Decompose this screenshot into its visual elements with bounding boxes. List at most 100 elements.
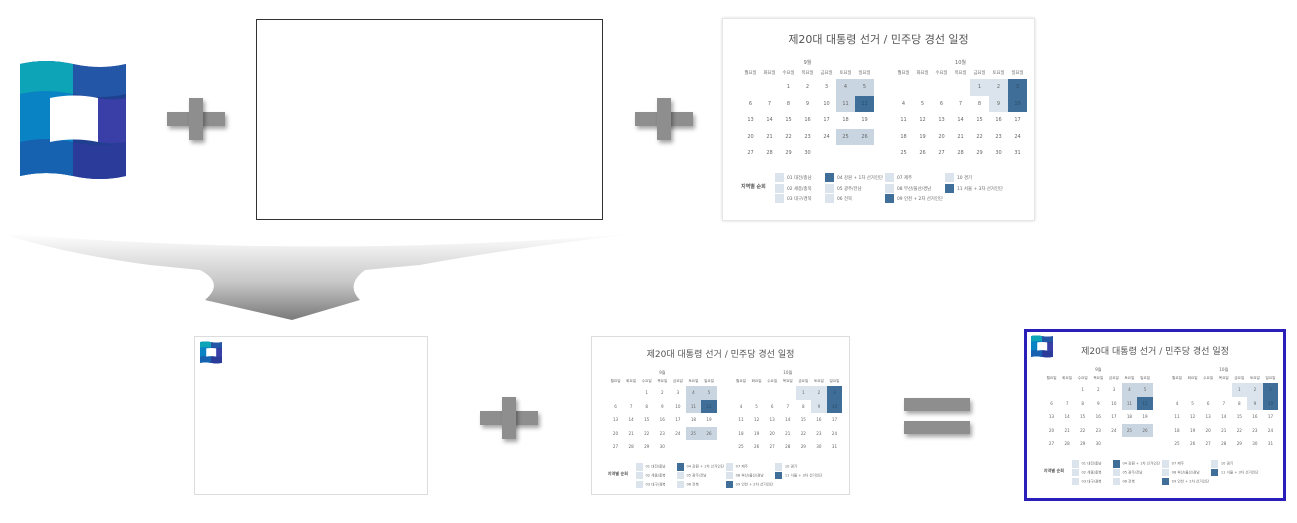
legend-item: 10 경기 — [775, 463, 798, 471]
legend-label: 10 경기 — [784, 464, 798, 469]
calendar-day: 25 — [685, 426, 702, 441]
calendar-day: 6 — [939, 100, 944, 107]
weekday-label: 일요일 — [704, 378, 714, 383]
weekday-label: 금요일 — [973, 71, 986, 76]
legend-label: 03 대구/경북 — [645, 482, 666, 487]
weekday-label: 화요일 — [1062, 375, 1073, 380]
legend-item: 07 제주 — [1161, 460, 1184, 468]
weekday-label: 월요일 — [736, 378, 746, 383]
legend-item: 02 세종/충북 — [1071, 468, 1102, 477]
legend-swatch — [676, 471, 684, 480]
calendar-day: 25 — [900, 150, 907, 156]
legend-title: 지역별 순회 — [607, 471, 629, 477]
calendar-day: 26 — [753, 444, 760, 450]
calendar-day: 16 — [804, 117, 811, 123]
legend-label: 10 경기 — [1220, 461, 1234, 466]
calendar-day: 14 — [1221, 414, 1227, 420]
calendar-day: 16 — [659, 417, 665, 423]
legend-label: 08 부산/울산/경남 — [897, 186, 932, 192]
equals-icon — [904, 398, 970, 436]
weekday-label: 수요일 — [935, 71, 948, 76]
legend-label: 10 경기 — [957, 176, 973, 181]
legend-item: 09 인천 + 2차 선거인단 — [725, 480, 773, 488]
calendar-day: 24 — [675, 430, 681, 436]
plus-icon — [480, 397, 538, 439]
calendar-day: 11 — [738, 417, 744, 423]
calendar-day: 11 — [685, 399, 702, 414]
legend-swatch — [775, 463, 783, 471]
calendar-day: 28 — [766, 150, 773, 156]
legend-swatch — [725, 463, 734, 471]
calendar-day — [951, 79, 970, 96]
legend-swatch — [676, 463, 684, 471]
calendar-day: 24 — [823, 133, 830, 140]
calendar-day: 28 — [957, 150, 964, 156]
legend-swatch — [775, 471, 783, 480]
weekday-label: 월요일 — [744, 71, 757, 76]
calendar-day: 11 — [836, 95, 855, 112]
calendar-day: 19 — [753, 430, 760, 436]
legend-label: 01 대전/충남 — [645, 464, 666, 469]
calendar-day: 2 — [989, 79, 1008, 96]
calendar-day: 20 — [938, 133, 945, 140]
calendar-day: 17 — [1014, 117, 1021, 123]
calendar-day: 7 — [1065, 400, 1069, 406]
calendar-day: 15 — [800, 417, 806, 423]
calendar-day — [817, 145, 836, 162]
calendar-day: 27 — [1048, 441, 1055, 447]
calendar-day — [932, 79, 951, 96]
calendar-day — [836, 145, 855, 162]
calendar-day: 24 — [1014, 133, 1021, 140]
calendar-day: 15 — [785, 117, 792, 123]
calendar-day: 8 — [977, 100, 982, 107]
calendar-day: 7 — [786, 403, 790, 409]
legend-item: 08 부산/울산/경남 — [725, 471, 764, 480]
calendar-day: 26 — [1137, 423, 1153, 438]
weekday-label: 목요일 — [1218, 375, 1229, 380]
weekday-label: 금요일 — [798, 378, 809, 383]
calendar-day: 9 — [989, 95, 1008, 112]
legend-item: 05 광주/전남 — [825, 183, 862, 193]
legend-swatch — [1161, 477, 1170, 485]
calendar-day — [1169, 383, 1185, 397]
legend-item: 06 전북 — [825, 194, 852, 203]
legend-title: 지역별 순회 — [1043, 468, 1065, 474]
calendar-day: 7 — [767, 100, 772, 107]
calendar-day: 3 — [1008, 79, 1027, 96]
calendar-day — [623, 386, 639, 400]
calendar-day: 3 — [676, 390, 680, 396]
weekday-label: 목요일 — [954, 71, 967, 76]
legend-swatch — [775, 173, 784, 182]
plus-icon — [635, 98, 693, 140]
calendar-day — [1122, 437, 1138, 451]
weekday-label: 수요일 — [641, 378, 652, 383]
weekday-label: 월요일 — [1172, 375, 1182, 380]
calendar-day: 5 — [701, 386, 717, 400]
calendar-day: 31 — [1267, 441, 1274, 447]
legend-label: 11 서울 + 3차 선거인단 — [957, 186, 1003, 192]
calendar-day — [894, 79, 913, 96]
calendar-day: 26 — [701, 426, 717, 441]
legend-label: 05 광주/전남 — [837, 186, 862, 192]
calendar-day: 17 — [831, 417, 838, 423]
calendar-day — [1137, 437, 1153, 451]
calendar-day: 25 — [1121, 423, 1138, 438]
legend-item: 03 대구/경북 — [1071, 477, 1102, 485]
calendar-day: 18 — [738, 430, 744, 436]
calendar-day: 23 — [995, 133, 1002, 140]
calendar-day: 4 — [1121, 383, 1138, 397]
calendar-day: 18 — [842, 117, 849, 123]
legend-swatch — [885, 173, 894, 182]
calendar-day: 20 — [747, 133, 754, 140]
weekday-label: 수요일 — [1077, 375, 1088, 380]
calendar-day: 20 — [612, 430, 619, 436]
calendar-day: 22 — [800, 430, 806, 436]
weekday-label: 토요일 — [1124, 375, 1135, 380]
weekday-label: 목요일 — [1093, 375, 1104, 380]
legend-swatch — [1071, 468, 1079, 477]
calendar-day: 7 — [629, 403, 633, 409]
calendar-day: 1 — [795, 386, 812, 400]
weekday-label: 수요일 — [767, 378, 778, 383]
calendar-day: 28 — [785, 444, 791, 450]
weekday-label: 일요일 — [1265, 375, 1276, 380]
